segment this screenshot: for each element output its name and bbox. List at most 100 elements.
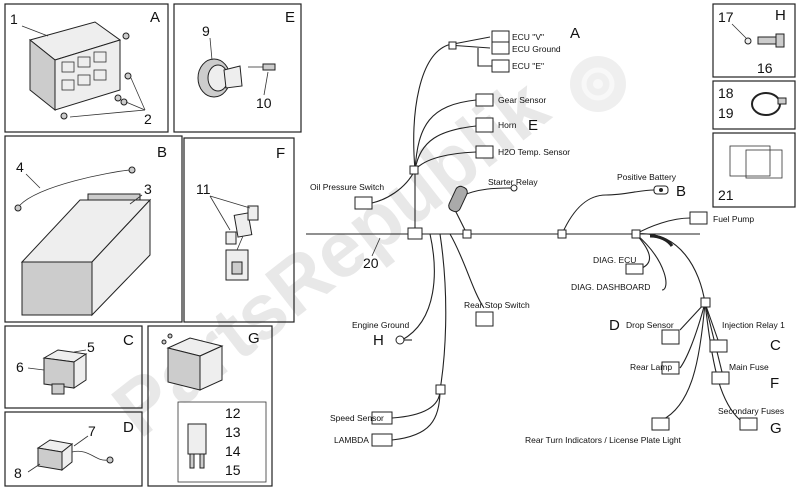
callout-5: 5: [87, 339, 95, 355]
connector-rear-lamp: [661, 361, 680, 375]
callout-10: 10: [256, 95, 272, 111]
connector-lambda: [371, 433, 393, 447]
fusebox-part-drawing: [161, 333, 224, 391]
connector-ecu-v: [491, 30, 510, 44]
panel-e-frame: [173, 3, 302, 133]
ref-horn: E: [528, 117, 538, 134]
label-drop-sensor: Drop Sensor: [626, 320, 674, 330]
ref-main-fuse: F: [770, 375, 779, 392]
callout-12: 12: [225, 405, 241, 421]
panel-g-letter: G: [248, 330, 260, 347]
panel-b-frame: [4, 135, 183, 323]
harness-wires: [306, 36, 741, 441]
label-h2o: H2O Temp. Sensor: [498, 147, 570, 157]
ref-ecu: A: [570, 25, 580, 42]
label-positive-battery: Positive Battery: [617, 172, 677, 182]
callout-3: 3: [144, 181, 152, 197]
ref-drop-sensor: D: [609, 317, 620, 334]
callout-7: 7: [88, 423, 96, 439]
callout-19: 19: [718, 105, 734, 121]
ref-battery: B: [676, 183, 686, 200]
fuse-blade-drawing: [187, 423, 207, 469]
panel-misc1-frame: [712, 80, 796, 130]
connector-gear-sensor: [475, 93, 494, 107]
label-fuel-pump: Fuel Pump: [713, 214, 754, 224]
ref-engine-ground: H: [373, 332, 384, 349]
connector-rear-stop: [475, 311, 494, 327]
panel-d-frame: [4, 411, 143, 487]
label-starter-relay: Starter Relay: [488, 177, 538, 187]
panel-h-letter: H: [775, 7, 786, 24]
callout-4: 4: [16, 159, 24, 175]
callout-16: 16: [757, 60, 773, 76]
callout-2: 2: [144, 111, 152, 127]
callout-8: 8: [14, 465, 22, 481]
label-lambda: LAMBDA: [334, 435, 369, 445]
panel-g-frame: [147, 325, 273, 487]
callout-11: 11: [196, 181, 211, 197]
clamp-drawing: [751, 92, 787, 116]
watermark: PartsRepublik: [96, 61, 564, 454]
label-gear-sensor: Gear Sensor: [498, 95, 546, 105]
label-ecu-v: ECU "V": [512, 32, 544, 42]
callout-20: 20: [363, 255, 379, 271]
panel-c-frame: [4, 325, 143, 409]
callout-18: 18: [718, 85, 734, 101]
fuse-holder-drawing: [225, 205, 259, 281]
label-rear-turn: Rear Turn Indicators / License Plate Lig…: [525, 435, 682, 445]
panel-c-letter: C: [123, 332, 134, 349]
panel-d-letter: D: [123, 419, 134, 436]
ecu-part-drawing: [28, 21, 132, 120]
label-ecu-e: ECU "E": [512, 61, 544, 71]
callout-14: 14: [225, 443, 241, 459]
panel-b-letter: B: [157, 144, 167, 161]
battery-terminal-icon: [653, 185, 669, 195]
harness-connectors: [407, 41, 711, 395]
callout-1: 1: [10, 11, 18, 27]
gear-watermark-icon: [570, 56, 626, 112]
connector-injection-relay: [709, 339, 728, 353]
callout-21: 21: [718, 187, 734, 203]
connector-oil-pressure: [354, 196, 373, 210]
connector-main-fuse: [711, 371, 730, 385]
panel-f-letter: F: [276, 145, 285, 162]
connector-ecu-ground: [491, 41, 510, 55]
label-engine-ground: Engine Ground: [352, 320, 409, 330]
label-main-fuse: Main Fuse: [729, 362, 769, 372]
label-rear-lamp: Rear Lamp: [630, 362, 672, 372]
battery-part-drawing: [14, 166, 152, 317]
horn-part-drawing: [197, 58, 276, 98]
ref-injection-relay: C: [770, 337, 781, 354]
panel-a-frame: [4, 3, 169, 133]
fuse-set-subframe: [177, 401, 267, 483]
label-horn: Horn: [498, 120, 517, 130]
connector-speed-sensor: [371, 411, 393, 425]
label-secondary-fuses: Secondary Fuses: [718, 406, 784, 416]
diag-connector-drawing: [36, 439, 114, 472]
connector-drop-sensor: [661, 329, 680, 345]
label-oil-pressure: Oil Pressure Switch: [310, 182, 384, 192]
label-injection-relay: Injection Relay 1: [722, 320, 785, 330]
connector-fuel-pump: [689, 211, 708, 225]
ref-secondary-fuses: G: [770, 420, 782, 437]
panel-h-frame: [712, 3, 796, 78]
label-speed-sensor: Speed Sensor: [330, 413, 384, 423]
ground-screw-drawing: [744, 33, 785, 48]
connector-h2o: [475, 145, 494, 159]
callout-9: 9: [202, 23, 210, 39]
connector-rear-turn: [651, 417, 670, 431]
callout-6: 6: [16, 359, 24, 375]
connector-secondary-fuses: [739, 417, 758, 431]
label-diag-dashboard: DIAG. DASHBOARD: [571, 282, 650, 292]
callout-13: 13: [225, 424, 241, 440]
connector-diag-ecu: [625, 263, 644, 275]
label-rear-stop: Rear Stop Switch: [464, 300, 530, 310]
panel-a-letter: A: [150, 9, 160, 26]
callout-17: 17: [718, 9, 734, 25]
starter-relay-icon: [448, 184, 518, 213]
panel-e-letter: E: [285, 9, 295, 26]
ground-terminal-icon: [395, 335, 412, 345]
label-diag-ecu: DIAG. ECU: [593, 255, 636, 265]
panel-f-frame: [183, 137, 295, 323]
